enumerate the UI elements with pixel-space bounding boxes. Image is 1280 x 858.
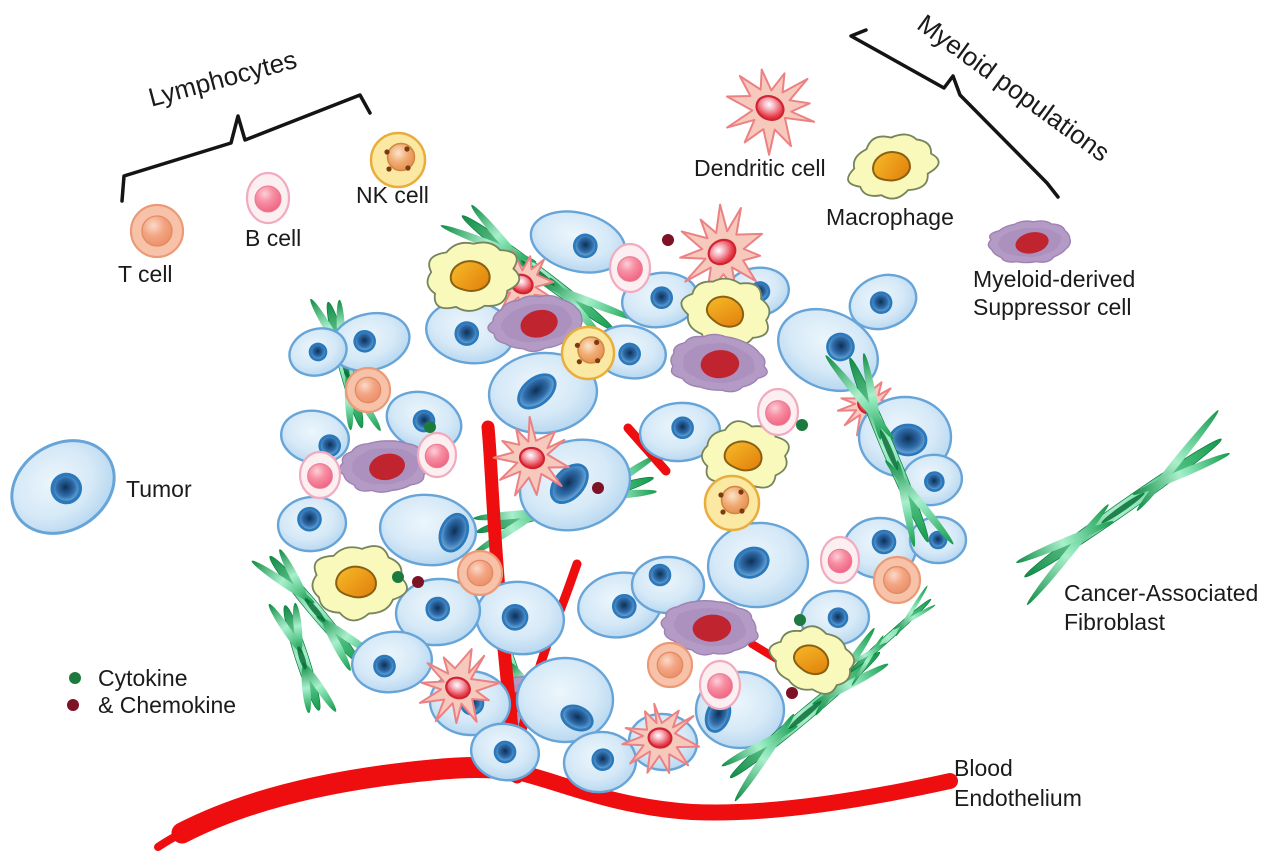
tumor-cell [848, 273, 918, 331]
chemokine-dot [592, 482, 604, 494]
chemokine-dot [412, 576, 424, 588]
macrophage-cell [426, 241, 521, 312]
tumor-cell [469, 722, 541, 782]
fibroblast [844, 585, 936, 686]
cytokine-dot [796, 419, 808, 431]
macrophage-icon [847, 133, 940, 200]
cytokine-dot [392, 571, 404, 583]
tumor-cell [562, 730, 638, 794]
tumor-cell [515, 656, 615, 744]
tumor-cell [529, 210, 627, 274]
cells-root [10, 68, 1230, 851]
nk-cell [560, 325, 616, 381]
t-cell [456, 549, 504, 597]
tumor-cell [900, 453, 964, 507]
cytokine-dot [424, 421, 436, 433]
nk-cell [703, 474, 761, 532]
mdsc-cell [660, 599, 759, 656]
tumor-cell [706, 521, 810, 609]
b-cell [819, 535, 861, 585]
cytokine-dot [794, 614, 806, 626]
tumor-cell [329, 311, 411, 373]
myeloid-bracket [849, 28, 1060, 199]
b-cell [756, 387, 800, 437]
tumor-cell [638, 401, 722, 463]
macrophage-cell [311, 545, 408, 622]
dendritic-icon [725, 68, 816, 156]
b-cell [698, 659, 742, 711]
chemokine-dot [67, 699, 79, 711]
tumor-cell [288, 327, 348, 377]
lymphocytes-bracket [120, 93, 372, 203]
nk-cell-label: NK cell [356, 182, 429, 208]
fibroblast [268, 602, 337, 714]
cytokine-dot [69, 672, 81, 684]
chemokine-legend-label: & Chemokine [98, 692, 237, 718]
dendritic-cell [418, 648, 501, 725]
chemokine-dot [786, 687, 798, 699]
chemokine-dot [662, 234, 674, 246]
dendritic-cell [679, 203, 764, 297]
tumor-cell [425, 299, 515, 365]
dendritic-cell [621, 702, 701, 775]
layer-immune-cells [129, 68, 1072, 775]
macrophage-cell [701, 420, 790, 489]
tumor-cell [378, 493, 478, 567]
layer-molecules [67, 234, 808, 711]
cytokine-legend-label: Cytokine [98, 665, 188, 691]
tumor-cell [276, 495, 348, 553]
caf-label: Cancer-Associated Fibroblast [1064, 579, 1258, 637]
cancer-associated-fibroblast-icon [1016, 410, 1230, 606]
b-icon [245, 171, 291, 225]
mdsc-cell [670, 333, 768, 393]
t-cell [872, 555, 922, 605]
blood-vessel-segment [509, 764, 958, 821]
b-cell [416, 431, 458, 479]
tumor-label: Tumor [126, 476, 192, 502]
blood-vessel-segment [171, 757, 528, 844]
t-cell [344, 366, 392, 414]
mdsc-cell [338, 440, 431, 493]
tumor-cell [350, 630, 434, 694]
nk-icon [369, 131, 427, 189]
blood-label-line1: Blood [954, 755, 1013, 781]
tumor-cell [630, 555, 706, 615]
dendritic-cell [492, 415, 570, 497]
dendritic-cell-label: Dendritic cell [694, 155, 826, 181]
blood-label-line2: Endothelium [954, 785, 1082, 811]
macrophage-cell [768, 625, 855, 695]
blood-vessel-segment [154, 829, 186, 851]
b-cell [608, 242, 652, 294]
mdsc-label-line2: Suppressor cell [973, 294, 1132, 320]
fibroblast [825, 353, 954, 547]
t-cell-label: T cell [118, 261, 173, 287]
b-cell [298, 450, 342, 500]
t-cell [646, 641, 694, 689]
tumor-cell-icon [10, 439, 116, 535]
t-icon [129, 203, 185, 259]
mdsc-label: Myeloid-derived Suppressor cell [973, 265, 1135, 321]
group-brackets [120, 28, 1060, 203]
caf-label-line1: Cancer-Associated [1064, 580, 1259, 606]
tumor-cell [474, 580, 566, 656]
b-cell-label: B cell [245, 225, 302, 251]
caf-label-line2: Fibroblast [1064, 609, 1165, 635]
blood-endothelium-label: Blood Endothelium [954, 753, 1082, 813]
tumor-cell [394, 577, 482, 647]
mdsc-label-line1: Myeloid-derived [973, 266, 1136, 292]
macrophage-label: Macrophage [826, 204, 954, 230]
mdsc-icon [987, 220, 1072, 264]
